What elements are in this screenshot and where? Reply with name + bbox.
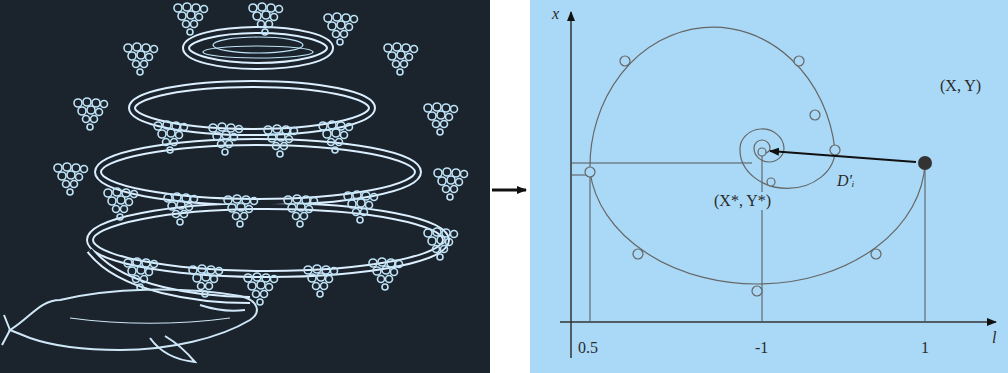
- spiral-points: [585, 56, 881, 296]
- tick-value: 0.5: [578, 340, 598, 356]
- distance-arrow: [770, 151, 916, 162]
- photo-panel: [0, 0, 490, 373]
- plot-panel: [530, 0, 1008, 373]
- axis-label: x: [552, 6, 559, 22]
- tick-value: 1: [921, 340, 929, 356]
- point-label: (X, Y): [940, 78, 981, 94]
- spiral: [590, 27, 925, 284]
- whale-point: [918, 156, 932, 170]
- whale: [2, 290, 257, 362]
- point-label: (X*, Y*): [712, 192, 773, 210]
- transition-arrow: [492, 189, 526, 192]
- axis-label: l: [992, 330, 996, 346]
- guide-lines: [571, 156, 925, 322]
- bubble-net: [54, 3, 468, 305]
- axes: [560, 12, 996, 358]
- distance-label: D′ᵢ: [835, 172, 857, 190]
- tick-value: -1: [755, 340, 768, 356]
